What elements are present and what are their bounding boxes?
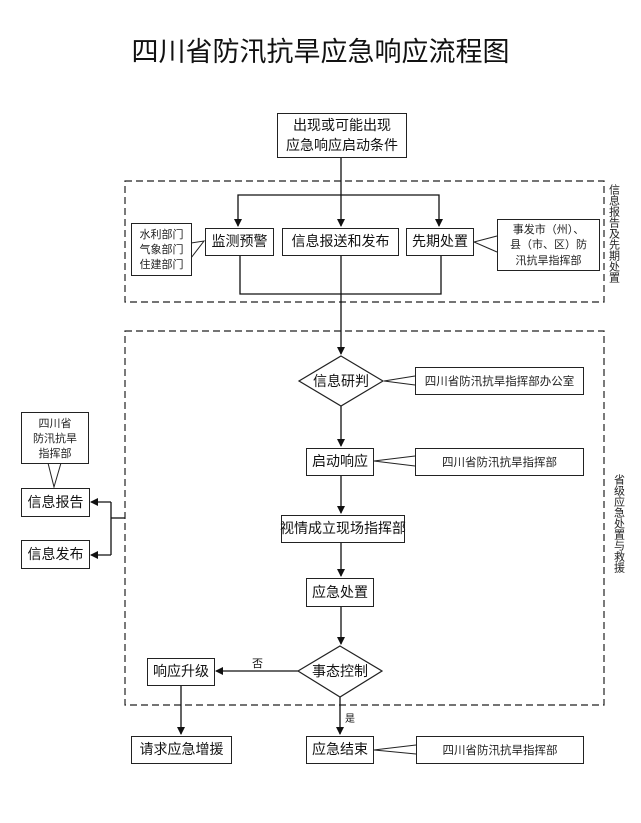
callout-pointer-left [190,240,206,259]
decision-control-label: 事态控制 [312,664,368,680]
callout-pointer-start [373,455,416,467]
connector-branch-left [234,194,341,227]
section-info-dashed-box [124,180,605,303]
callout-local-command: 事发市（州）、 县（市、区）防 汛抗旱指挥部 [497,219,600,271]
decision-control-diamond [296,645,384,698]
callout-pointer-right [472,235,498,253]
callout-command-end: 四川省防汛抗旱指挥部 [416,736,584,764]
callout-office: 四川省防汛抗旱指挥部办公室 [415,367,584,395]
side-label-provincial: 省级应急处置与救援 [612,474,626,573]
start-condition-line1: 出现或可能出现 [293,117,391,134]
callout-departments: 水利部门 气象部门 住建部门 [131,223,192,276]
decision-research-label: 信息研判 [313,374,369,390]
start-response-node: 启动响应 [306,448,374,476]
info-report-publish-node: 信息报送和发布 [282,228,399,256]
response-upgrade-node: 响应升级 [147,658,215,686]
info-publish-node: 信息发布 [21,540,90,569]
side-label-info: 信息报告及先期处置 [607,184,621,283]
callout-pointer-end [373,744,417,755]
callout-pointer-province [47,462,62,489]
callout-pointer-research [383,375,416,386]
callout-province-command: 四川省 防汛抗旱 指挥部 [21,412,89,464]
info-report-node: 信息报告 [21,488,90,517]
page-title: 四川省防汛抗旱应急响应流程图 [131,37,510,68]
emergency-handling-node: 应急处置 [306,578,374,607]
decision-research-diamond [297,355,385,407]
start-condition-node: 出现或可能出现 应急响应启动条件 [277,113,407,158]
field-command-node: 视情成立现场指挥部 [280,515,406,543]
monitor-warning-node: 监测预警 [205,228,274,256]
emergency-end-node: 应急结束 [306,736,374,764]
early-response-node: 先期处置 [406,228,474,256]
yes-label: 是 [345,714,355,725]
start-condition-line2: 应急响应启动条件 [286,137,398,154]
no-label: 否 [252,657,263,670]
request-support-node: 请求应急增援 [131,736,232,764]
connector-branch-right [341,194,443,227]
callout-command-start: 四川省防汛抗旱指挥部 [415,448,584,476]
